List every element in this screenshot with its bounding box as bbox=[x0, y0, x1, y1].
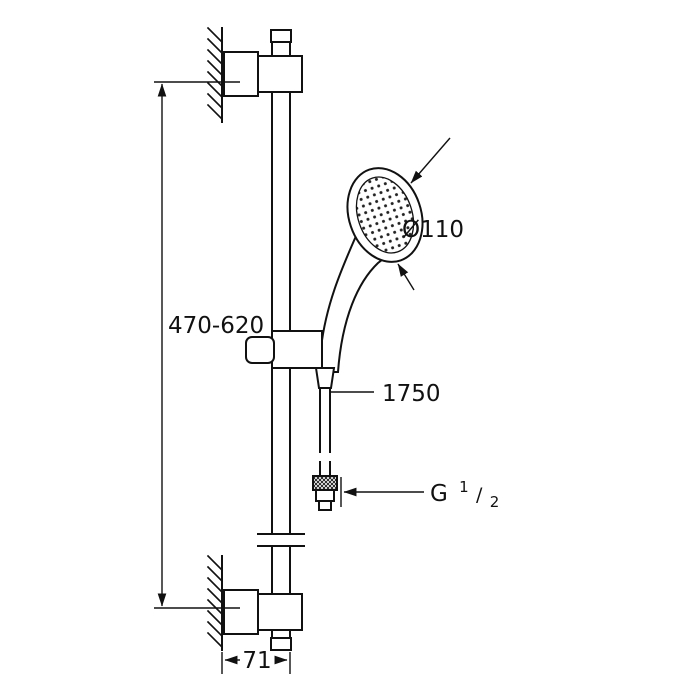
dim-label-rail-height: 470-620 bbox=[168, 313, 264, 339]
dim-label-wall-offset: 71 bbox=[242, 648, 271, 674]
wall-hatch-bottom bbox=[206, 554, 224, 649]
slider-holder bbox=[245, 330, 323, 369]
hose-thread-tip bbox=[318, 500, 332, 511]
wall-section-top bbox=[206, 26, 224, 123]
bracket-body-bottom bbox=[257, 593, 303, 631]
rail-end-cap-bottom bbox=[270, 637, 292, 651]
hand-shower bbox=[320, 167, 424, 373]
wall-hatch-top bbox=[206, 26, 224, 121]
dim-label-hose-length: 1750 bbox=[382, 381, 441, 407]
dim-label-thread-size: G 1 / 2 bbox=[430, 472, 499, 511]
shower-rail bbox=[257, 41, 305, 639]
dimension-thread-size bbox=[340, 477, 424, 507]
slider-body bbox=[271, 330, 323, 369]
slider-knob bbox=[245, 336, 275, 364]
hose-cone-connector bbox=[314, 367, 336, 389]
thread-slash: / bbox=[476, 484, 483, 506]
shower-handle bbox=[320, 234, 394, 373]
dimension-rail-height bbox=[154, 81, 240, 609]
dimension-head-diameter bbox=[397, 137, 451, 291]
rail-end-cap-top bbox=[270, 29, 292, 43]
wall-flange-bottom bbox=[223, 589, 259, 635]
hose-thread-step bbox=[315, 489, 335, 502]
dimension-wall-offset bbox=[221, 652, 291, 674]
dim-label-head-diameter: Ø110 bbox=[402, 217, 464, 243]
wall-flange-top bbox=[223, 51, 259, 97]
thread-numerator: 1 bbox=[459, 478, 469, 496]
shower-hose bbox=[312, 367, 338, 511]
spray-face-nozzles bbox=[355, 176, 415, 254]
bracket-body-top bbox=[257, 55, 303, 93]
thread-prefix: G bbox=[430, 481, 448, 507]
hose-knurled-nut bbox=[312, 475, 338, 491]
mounting-bracket-top bbox=[223, 29, 303, 97]
thread-denominator: 2 bbox=[490, 493, 500, 511]
wall-section-bottom bbox=[206, 554, 224, 651]
mounting-bracket-bottom bbox=[223, 589, 303, 651]
